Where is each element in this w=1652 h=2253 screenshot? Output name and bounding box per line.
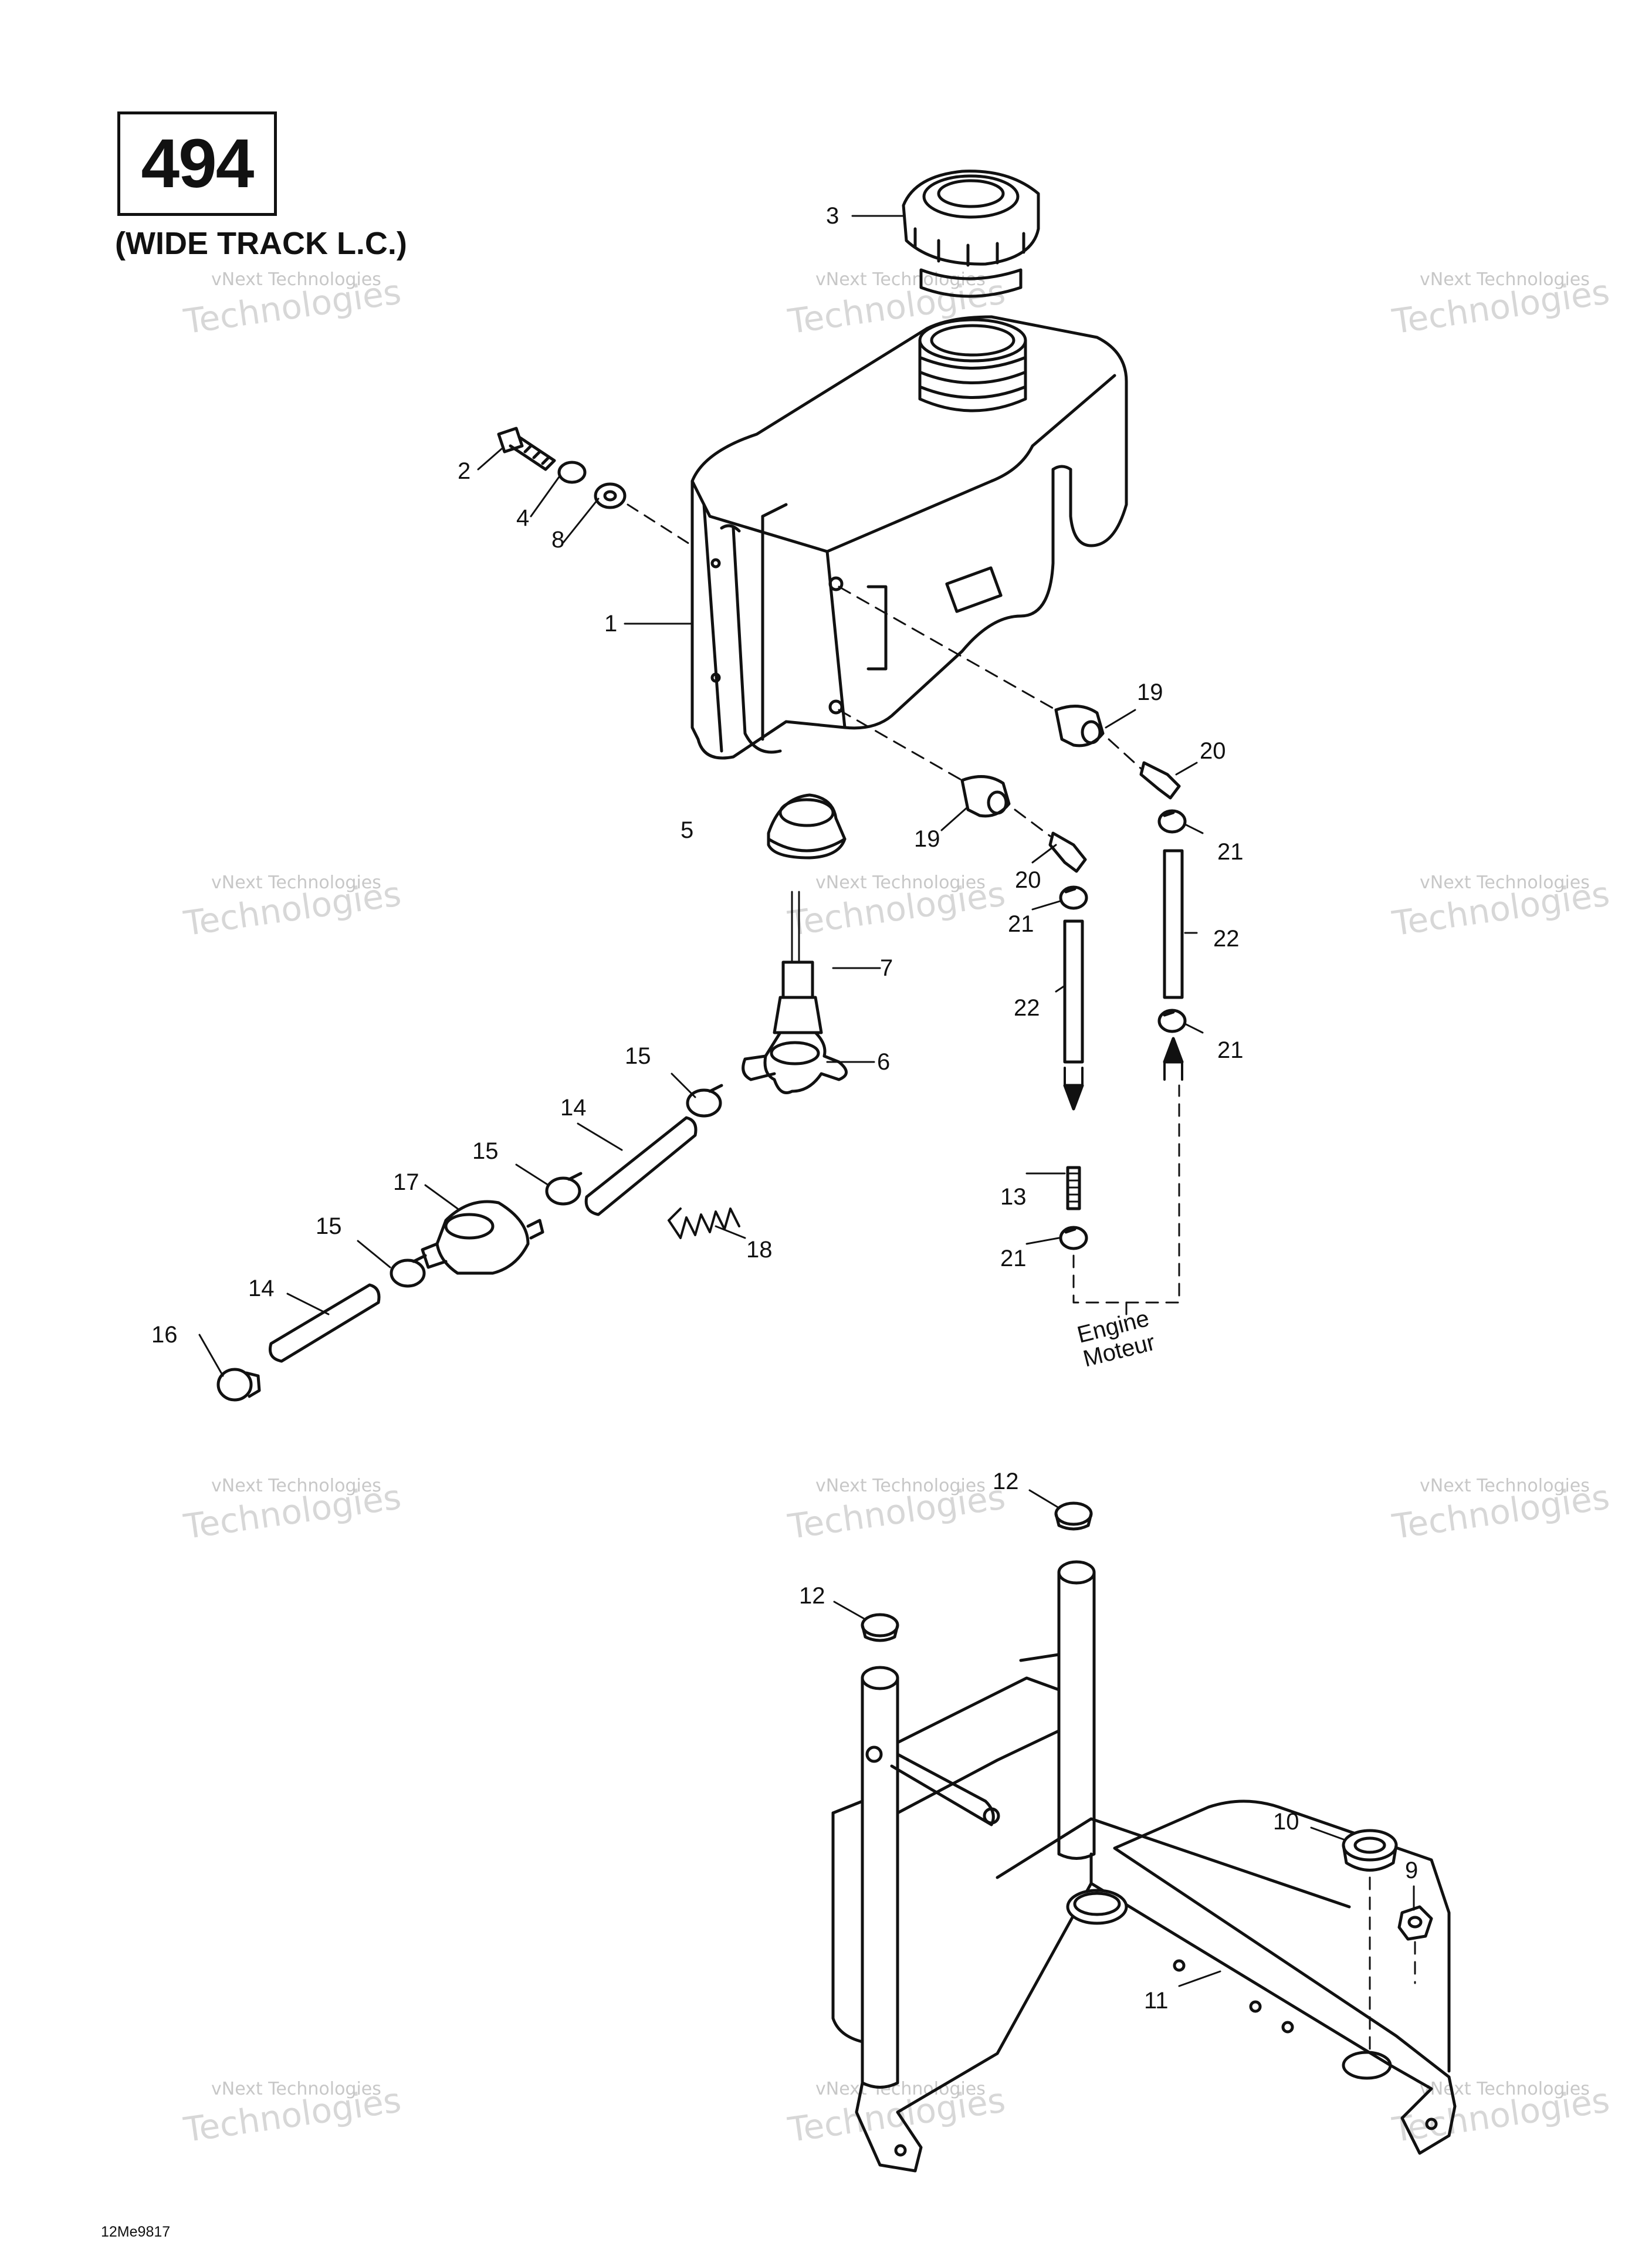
callout-20: 20 xyxy=(1015,867,1041,893)
elbow-fitting-part xyxy=(1139,761,1181,800)
model-label: (WIDE TRACK L.C.) xyxy=(115,226,407,261)
small-clamp-part xyxy=(1059,1226,1088,1250)
elbow-fitting-part xyxy=(1048,831,1087,873)
tank-grommet-part xyxy=(767,793,847,860)
callout-14: 14 xyxy=(248,1276,275,1301)
callout-17: 17 xyxy=(393,1169,419,1195)
watermark-text: vNext Technologies xyxy=(815,872,986,893)
callout-12: 12 xyxy=(993,1469,1019,1494)
callout-15: 15 xyxy=(472,1138,499,1164)
valve-part xyxy=(742,1031,848,1094)
spring-part xyxy=(668,1207,740,1239)
callout-20: 20 xyxy=(1200,738,1226,764)
engine-connection-lines xyxy=(1072,1084,1180,1321)
frame-plug-part xyxy=(861,1613,899,1642)
callout-4: 4 xyxy=(516,505,530,531)
callout-15: 15 xyxy=(316,1213,342,1239)
callout-8: 8 xyxy=(551,527,565,553)
tank-support-frame-part xyxy=(831,1560,1457,2173)
callout-22: 22 xyxy=(1213,926,1240,952)
callout-12: 12 xyxy=(799,1583,825,1609)
tank-fitting-part xyxy=(960,775,1011,818)
hose-clamp-part xyxy=(686,1084,723,1118)
oil-filter-part xyxy=(773,891,823,1034)
washer-part xyxy=(557,461,587,484)
bolt-part xyxy=(497,427,556,471)
tank-fitting-part xyxy=(1054,705,1105,747)
callout-21: 21 xyxy=(1217,839,1244,865)
page-number-box: 494 xyxy=(117,111,277,216)
assembly-guide-lines xyxy=(838,586,1142,837)
callout-3: 3 xyxy=(826,203,839,229)
callout-2: 2 xyxy=(458,458,471,484)
watermark-text: vNext Technologies xyxy=(1420,269,1590,290)
up-arrow-icon xyxy=(1163,1037,1184,1064)
callout-10: 10 xyxy=(1273,1809,1299,1835)
callout-14: 14 xyxy=(560,1095,587,1121)
callout-21: 21 xyxy=(1217,1037,1244,1063)
callout-15: 15 xyxy=(625,1043,651,1069)
watermark-text: vNext Technologies xyxy=(815,1476,986,1496)
lock-nut-part xyxy=(1397,1905,1433,1941)
callout-21: 21 xyxy=(1008,911,1034,937)
small-clamp-part xyxy=(1157,809,1187,834)
callout-18: 18 xyxy=(746,1237,773,1263)
frame-grommet-part xyxy=(1342,1829,1398,1872)
filler-cap-part xyxy=(902,170,1040,298)
callout-11: 11 xyxy=(1144,1988,1169,2014)
watermark-text: vNext Technologies xyxy=(211,1476,381,1496)
watermark-text: vNext Technologies xyxy=(815,2079,986,2099)
callout-9: 9 xyxy=(1405,1858,1419,1883)
hose-insert-part xyxy=(1066,1166,1081,1210)
small-clamp-part xyxy=(1059,885,1088,910)
oil-tank-part xyxy=(690,315,1128,760)
watermark-text: vNext Technologies xyxy=(211,872,381,893)
hose-clamp-part xyxy=(545,1172,583,1206)
oil-hose-part xyxy=(269,1283,381,1363)
end-clamp-part xyxy=(216,1368,261,1402)
callout-19: 19 xyxy=(1137,679,1163,705)
watermark-text: vNext Technologies xyxy=(1420,872,1590,893)
vent-hose-part xyxy=(1163,849,1184,999)
callout-6: 6 xyxy=(877,1049,891,1075)
oil-hose-part xyxy=(584,1116,698,1216)
frame-plug-part xyxy=(1054,1501,1093,1531)
callout-leader-lines xyxy=(198,215,1415,1987)
callout-5: 5 xyxy=(681,817,694,843)
inline-filter-part xyxy=(421,1200,544,1275)
callout-7: 7 xyxy=(880,955,893,981)
hose-clamp-part xyxy=(390,1254,427,1288)
down-arrow-icon xyxy=(1063,1084,1084,1111)
grommet-part xyxy=(594,482,627,509)
callout-19: 19 xyxy=(914,826,940,852)
illustration-code: 12Me9817 xyxy=(101,2224,171,2240)
vent-hose-part xyxy=(1063,919,1084,1064)
callout-22: 22 xyxy=(1014,995,1040,1021)
callout-1: 1 xyxy=(604,611,618,637)
watermark-text: vNext Technologies xyxy=(211,269,381,290)
callout-21: 21 xyxy=(1000,1246,1027,1271)
callout-16: 16 xyxy=(151,1322,178,1348)
watermark-text: vNext Technologies xyxy=(1420,2079,1590,2099)
watermark-text: vNext Technologies xyxy=(1420,1476,1590,1496)
watermark-text: vNext Technologies xyxy=(211,2079,381,2099)
callout-13: 13 xyxy=(1000,1184,1027,1210)
page-number: 494 xyxy=(141,125,255,202)
small-clamp-part xyxy=(1157,1009,1187,1033)
